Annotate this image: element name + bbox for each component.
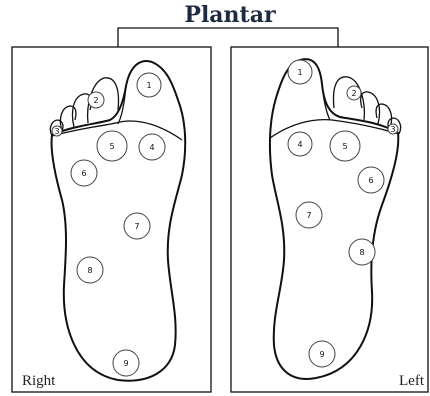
- right-point-7-label: 7: [134, 222, 139, 231]
- left-point-6-label: 6: [368, 176, 373, 185]
- left-point-4-label: 4: [297, 140, 302, 149]
- left-foot: 1 2 3 4 5 6 7 8 9: [270, 59, 401, 379]
- left-point-1-label: 1: [297, 68, 302, 77]
- left-point-7-label: 7: [306, 211, 311, 220]
- left-point-8-label: 8: [359, 248, 364, 257]
- left-point-9-label: 9: [319, 350, 324, 359]
- left-point-3-label: 3: [390, 125, 395, 134]
- left-point-2-label: 2: [351, 89, 356, 98]
- right-point-1-label: 1: [146, 81, 151, 90]
- right-point-3-label: 3: [54, 127, 59, 136]
- left-foot-panel: [231, 47, 428, 392]
- right-foot-panel: [12, 47, 211, 392]
- right-point-5-label: 5: [109, 142, 114, 151]
- right-point-8-label: 8: [87, 266, 92, 275]
- right-point-4-label: 4: [149, 143, 154, 152]
- left-foot-label: Left: [399, 373, 425, 389]
- right-point-2-label: 2: [93, 96, 98, 105]
- title-bracket: [118, 28, 338, 47]
- right-point-9-label: 9: [123, 359, 128, 368]
- right-foot: 1 2 3 4 5 6 7 8 9: [50, 61, 185, 381]
- right-foot-label: Right: [22, 373, 56, 389]
- diagram-title: Plantar: [184, 2, 276, 28]
- right-point-6-label: 6: [81, 169, 86, 178]
- left-point-5-label: 5: [342, 142, 347, 151]
